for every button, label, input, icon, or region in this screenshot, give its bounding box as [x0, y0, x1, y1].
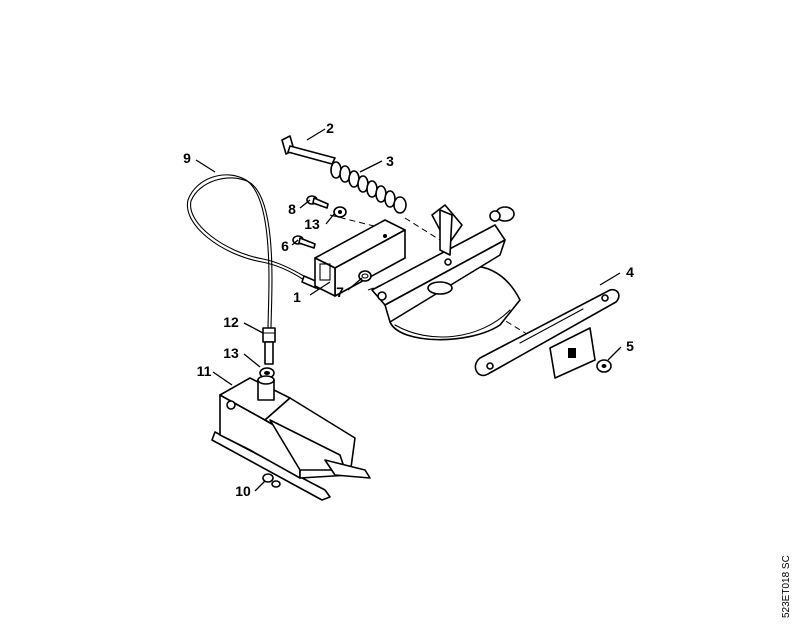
callout-4: 4: [626, 264, 634, 280]
cable-part: [186, 174, 323, 331]
callout-labels: 1 2 3 4 5 6 7 8 9 10 11 12 13 13: [183, 120, 634, 499]
long-plate-part: [474, 288, 620, 377]
drawing-reference-code: 523ET018 SC: [781, 555, 792, 618]
square-tube-part: [314, 219, 406, 297]
callout-2: 2: [326, 120, 334, 136]
washer-stack-part: [330, 161, 407, 214]
foot-pedal-part: [211, 375, 371, 501]
bolt-part: [281, 135, 336, 165]
callout-10: 10: [235, 483, 251, 499]
nut-part: [596, 359, 612, 373]
callout-3: 3: [386, 153, 394, 169]
callout-9: 9: [183, 150, 191, 166]
callout-7: 7: [336, 284, 344, 300]
callout-12: 12: [223, 314, 239, 330]
nut-upper-part: [333, 206, 347, 218]
callout-6: 6: [281, 238, 289, 254]
callout-8: 8: [288, 201, 296, 217]
callout-13-lower: 13: [223, 345, 239, 361]
leader-lines: [195, 128, 622, 492]
clamp-plate-part: [549, 327, 596, 379]
adjuster-sleeve-part: [262, 327, 276, 365]
screw-set-part: [262, 473, 281, 488]
callout-5: 5: [626, 338, 634, 354]
callout-1: 1: [293, 289, 301, 305]
callout-11: 11: [197, 363, 212, 379]
callout-13-upper: 13: [304, 216, 320, 232]
small-bolt-part: [306, 195, 329, 209]
miter-protractor-part: [371, 204, 521, 341]
